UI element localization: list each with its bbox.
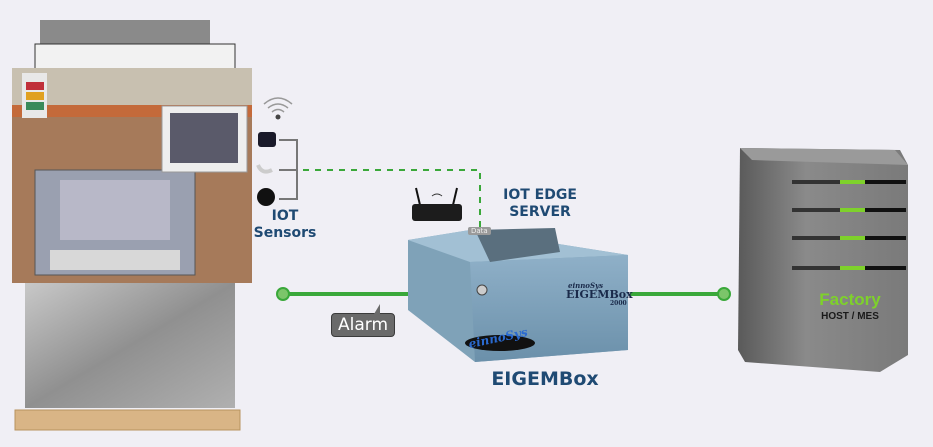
box-brand-product: EIGEMBox — [566, 288, 633, 301]
eigembox-server-image — [408, 228, 628, 362]
sensor-clamp-icon — [256, 164, 273, 174]
machine-link-endpoint — [276, 287, 290, 301]
eigembox-label: EIGEMBox — [491, 368, 599, 390]
iot-sensors-label-line1: IOT — [271, 208, 299, 224]
iot-sensors-label: IOT Sensors — [250, 208, 320, 242]
sensor-bracket — [279, 139, 298, 200]
iot-edge-label-line2: SERVER — [509, 204, 571, 220]
sensor-box-icon — [258, 132, 276, 147]
iot-edge-label-line1: IOT EDGE — [503, 187, 577, 203]
box-brand-vendor: einnoSys — [568, 281, 604, 290]
data-tag: Data — [468, 227, 491, 235]
factory-label: Factory — [819, 290, 881, 309]
machine-image — [12, 20, 252, 431]
router-icon — [412, 187, 462, 221]
sensor-data-link — [303, 169, 481, 232]
iot-sensors-label-line2: Sensors — [253, 225, 317, 241]
host-mes-label: HOST / MES — [821, 311, 879, 322]
box-brand-model: 2000 — [610, 300, 627, 307]
sensor-round-icon — [257, 188, 275, 206]
wifi-icon — [263, 97, 293, 120]
factory-host-server-image — [738, 148, 908, 372]
alarm-callout: Alarm — [331, 304, 396, 337]
host-link-endpoint — [717, 287, 731, 301]
iot-edge-server-label: IOT EDGE SERVER — [490, 187, 590, 221]
